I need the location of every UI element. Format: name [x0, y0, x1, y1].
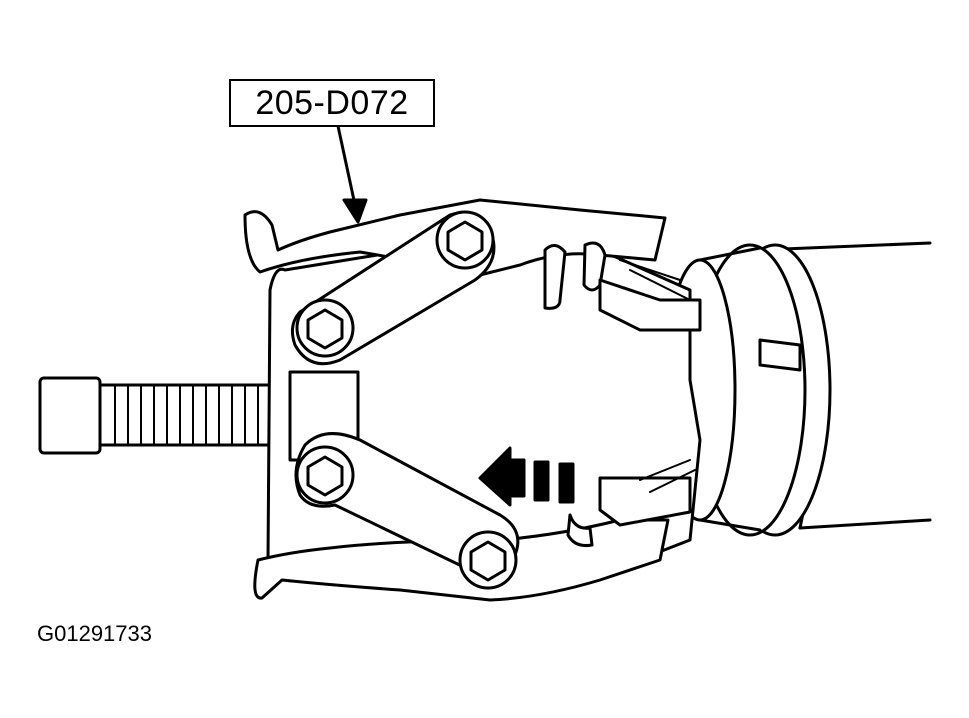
hex-bolt-icon	[295, 445, 355, 505]
figure-id-label: G01291733	[37, 621, 152, 646]
part-number-callout: 205-D072	[229, 79, 435, 127]
direction-arrow-icon	[478, 446, 575, 507]
hex-bolt-icon	[458, 530, 518, 590]
hex-bolt-icon	[295, 298, 355, 358]
hex-bolt-icon	[435, 210, 495, 270]
callout-leader	[336, 124, 368, 224]
shaft-drum	[663, 241, 932, 537]
part-number-label: 205-D072	[255, 83, 409, 122]
